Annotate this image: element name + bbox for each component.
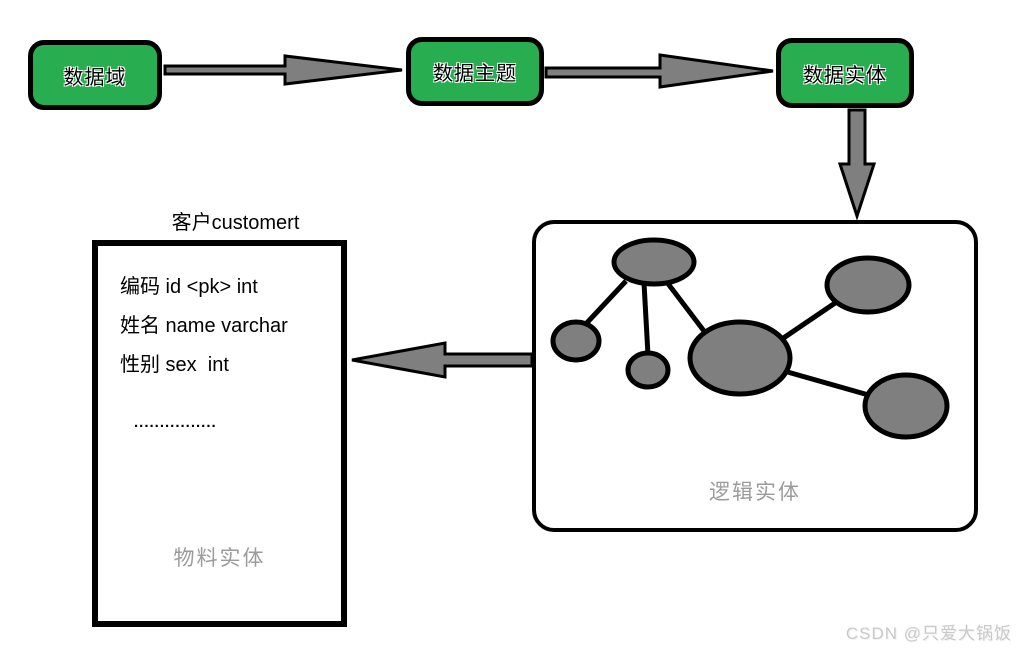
network-node — [611, 237, 697, 287]
arrow-left-logical-to-table-icon — [351, 341, 534, 379]
logical-entity-box: 逻辑实体 — [532, 220, 978, 532]
entity-field-name: 姓名 name varchar — [120, 315, 288, 337]
arrow-right-domain-to-subject-icon — [163, 54, 403, 86]
network-edge — [780, 298, 840, 342]
network-node — [550, 319, 602, 363]
flow-box-data-entity-label: 数据实体 — [803, 64, 887, 87]
entity-field-sex: 性别 sex int — [120, 354, 229, 376]
network-edge — [581, 279, 628, 329]
network-edge — [664, 279, 706, 333]
entity-table-caption: 物料实体 — [173, 547, 266, 570]
entity-fields-ellipsis: ................ — [134, 414, 217, 431]
arrow-right-subject-to-entity-icon — [544, 53, 774, 89]
entity-field-id: 编码 id <pk> int — [120, 276, 258, 298]
flow-box-data-domain-label: 数据域 — [63, 66, 127, 89]
flow-box-data-domain: 数据域 — [28, 40, 162, 110]
flow-box-data-entity: 数据实体 — [776, 38, 914, 108]
network-node — [824, 255, 912, 315]
entity-table-title: 客户customert — [171, 212, 300, 234]
watermark: CSDN @只爱大锅饭 — [845, 624, 1012, 643]
network-edge — [641, 282, 651, 356]
network-node — [687, 319, 793, 397]
entity-table-box: 编码 id <pk> int 姓名 name varchar 性别 sex in… — [92, 240, 347, 627]
network-node — [625, 350, 671, 390]
logical-entity-caption: 逻辑实体 — [709, 481, 801, 504]
arrow-down-entity-to-logical-icon — [837, 108, 877, 221]
network-node — [862, 372, 950, 440]
network-edge — [783, 368, 873, 399]
flow-box-data-subject: 数据主题 — [406, 37, 544, 106]
flow-box-data-subject-label: 数据主题 — [433, 63, 517, 85]
